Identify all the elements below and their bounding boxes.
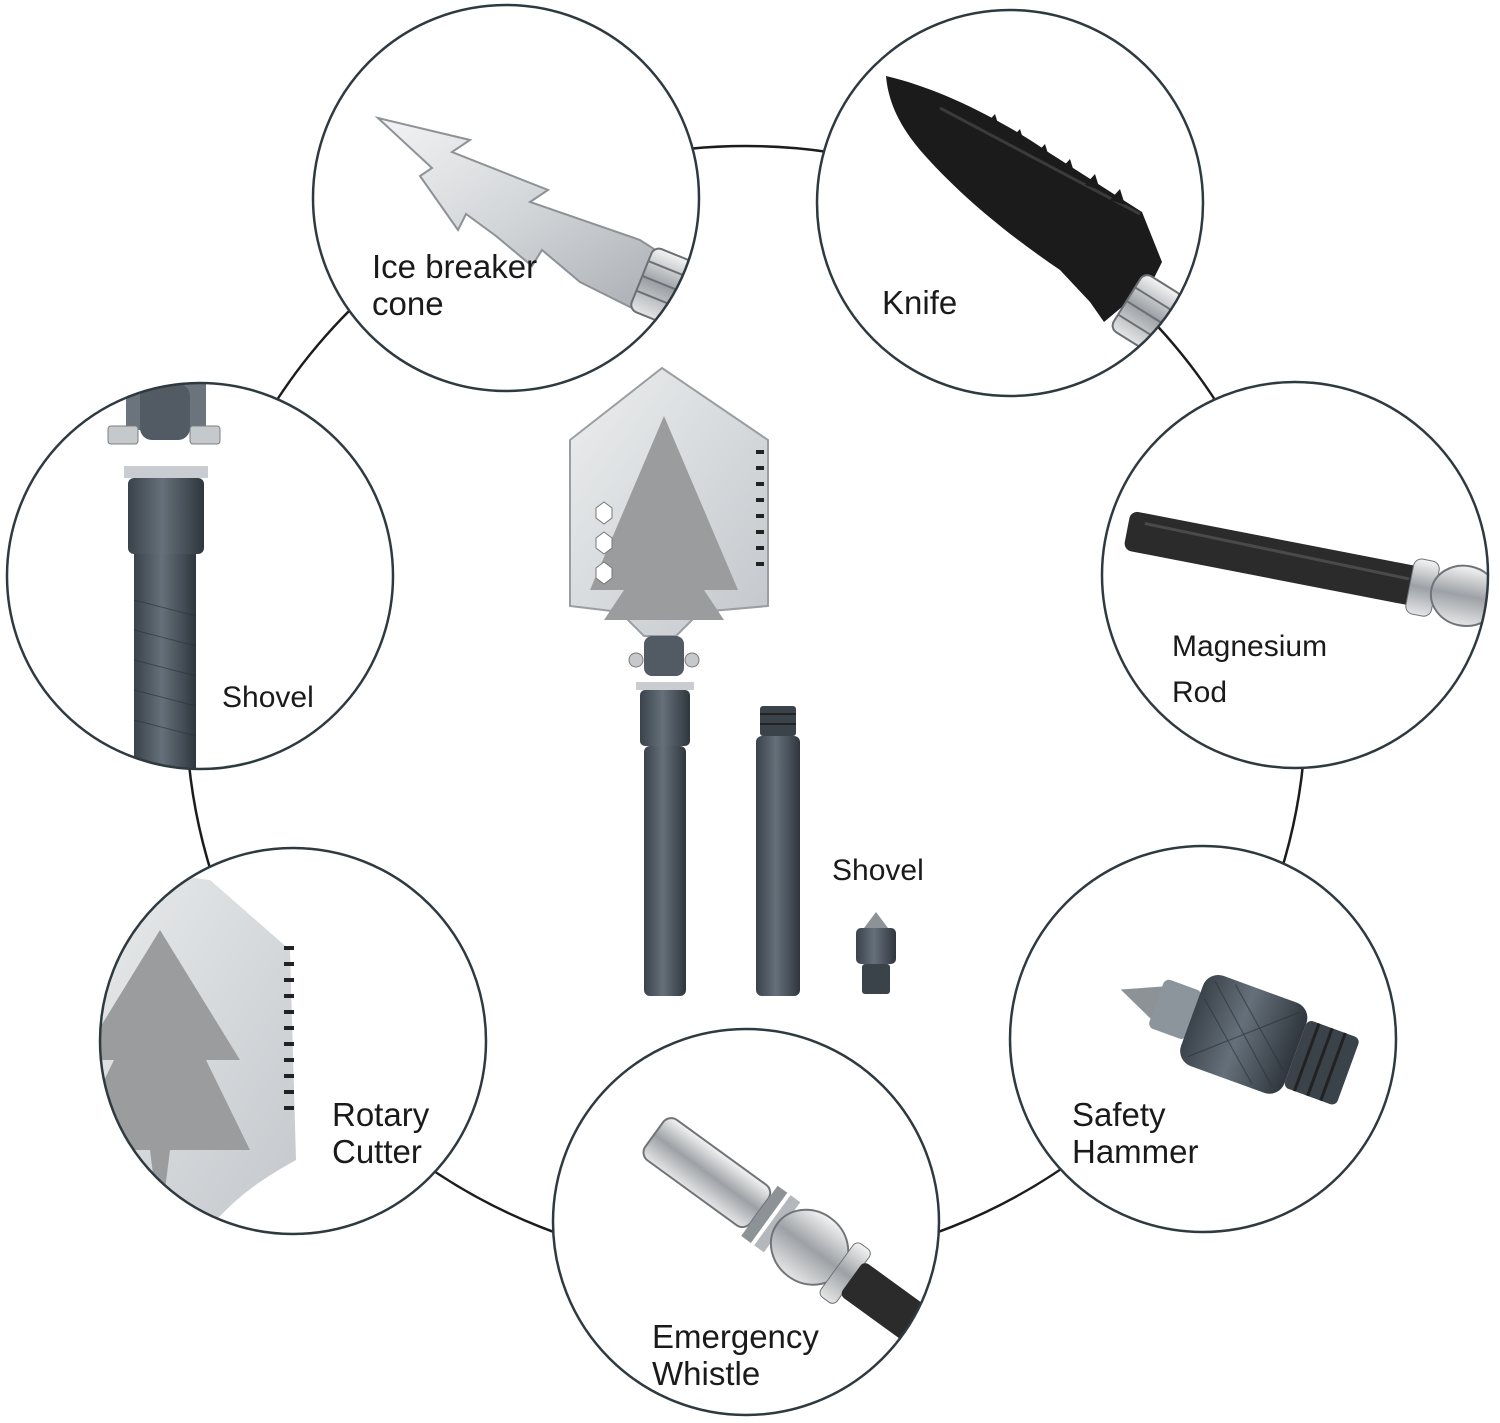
magnesium-rod-icon: [1124, 511, 1488, 627]
rotary-cutter-label: Rotary Cutter: [332, 1096, 430, 1170]
extension-handle-icon: [756, 706, 800, 996]
knife-icon: [886, 76, 1182, 351]
shovel-hinge-icon: [107, 383, 221, 769]
item-circle-outlines: [5, 3, 1490, 1417]
emergency-whistle-label: Emergency Whistle: [652, 1318, 819, 1392]
magnesium-rod-label: Magnesium Rod: [1172, 630, 1328, 709]
knife-label: Knife: [882, 284, 958, 321]
safety-hammer-label: Safety Hammer: [1072, 1096, 1199, 1170]
safety-hammer-icon: [1120, 974, 1359, 1105]
ice-breaker-cone-label: Ice breaker cone: [372, 248, 538, 322]
shovel-detail-label: Shovel: [222, 681, 314, 714]
safety-hammer-tip-icon: [856, 912, 896, 994]
center-shovel-label: Shovel: [832, 854, 924, 887]
shovel-icon: [569, 366, 769, 996]
